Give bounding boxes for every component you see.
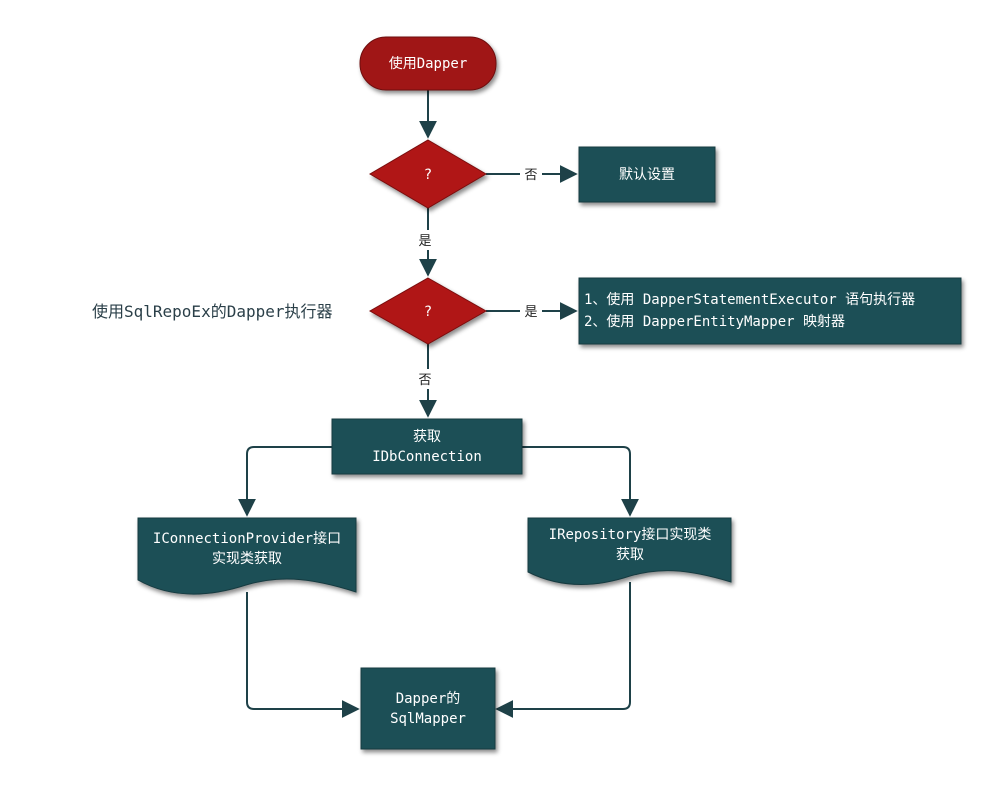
edge-provider-to-sqlmapper — [246, 592, 360, 718]
decision2-node[interactable]: ? — [368, 277, 488, 345]
sqlrepo-executor-node[interactable]: 1、使用 DapperStatementExecutor 语句执行器 2、使用 … — [578, 277, 962, 345]
edge-repository-to-sqlmapper — [495, 582, 631, 718]
edge-label-d1-no: 否 — [524, 168, 537, 183]
repository-line-1: IRepository接口实现类 — [549, 526, 712, 543]
executor-line-1: 1、使用 DapperStatementExecutor 语句执行器 — [584, 291, 915, 308]
edge-label-d2-no: 否 — [418, 373, 431, 388]
edge-labels: 否 是 是 否 — [413, 164, 542, 389]
get-connection-node[interactable]: 获取 IDbConnection — [331, 418, 523, 475]
default-settings-node[interactable]: 默认设置 — [578, 146, 716, 203]
default-settings-label: 默认设置 — [619, 167, 675, 183]
get-connection-line-2: IDbConnection — [372, 449, 482, 465]
provider-document-node[interactable]: IConnectionProvider接口 实现类获取 — [137, 517, 357, 595]
decision2-label: ? — [424, 304, 432, 320]
decision1-node[interactable]: ? — [369, 139, 487, 209]
decision1-label: ? — [424, 167, 432, 183]
edge-connection-to-provider — [238, 446, 332, 517]
edge-connection-to-repository — [522, 446, 639, 517]
provider-line-1: IConnectionProvider接口 — [153, 530, 341, 547]
start-node[interactable]: 使用Dapper — [359, 36, 497, 91]
decision2-annotation: 使用SqlRepoEx的Dapper执行器 — [92, 302, 333, 321]
edge-label-d2-yes: 是 — [524, 305, 537, 320]
sqlmapper-line-1: Dapper的 — [396, 691, 461, 707]
edge-label-d1-yes: 是 — [418, 234, 431, 249]
get-connection-line-1: 获取 — [413, 429, 441, 445]
provider-line-2: 实现类获取 — [212, 551, 282, 567]
start-node-label: 使用Dapper — [389, 55, 468, 72]
sqlmapper-line-2: SqlMapper — [390, 711, 466, 727]
executor-line-2: 2、使用 DapperEntityMapper 映射器 — [584, 313, 845, 330]
repository-line-2: 获取 — [616, 547, 644, 563]
sqlmapper-node[interactable]: Dapper的 SqlMapper — [360, 667, 496, 750]
repository-document-node[interactable]: IRepository接口实现类 获取 — [527, 517, 732, 586]
